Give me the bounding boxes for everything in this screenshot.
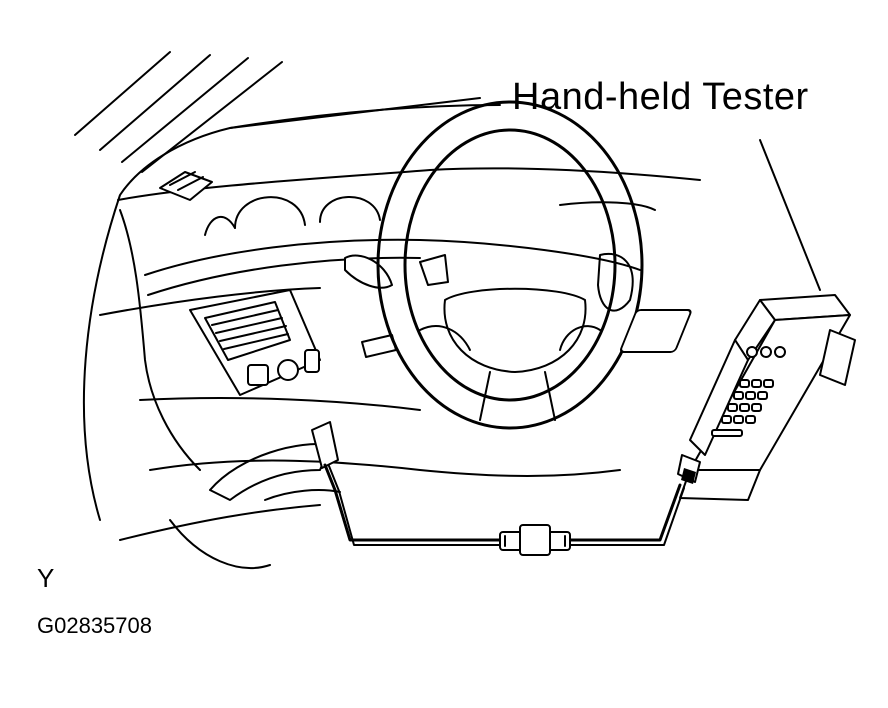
dashboard	[82, 97, 701, 569]
hand-held-tester-label: Hand-held Tester	[512, 76, 809, 118]
callout-leader-line	[759, 139, 821, 291]
windshield-hatch	[74, 51, 283, 173]
view-marker-label: Y	[37, 563, 55, 593]
tester-cable	[323, 463, 685, 556]
steering-wheel	[376, 100, 644, 430]
tester-keypad	[711, 346, 786, 437]
figure-code-label: G02835708	[37, 613, 152, 638]
hand-held-tester	[620, 294, 856, 501]
